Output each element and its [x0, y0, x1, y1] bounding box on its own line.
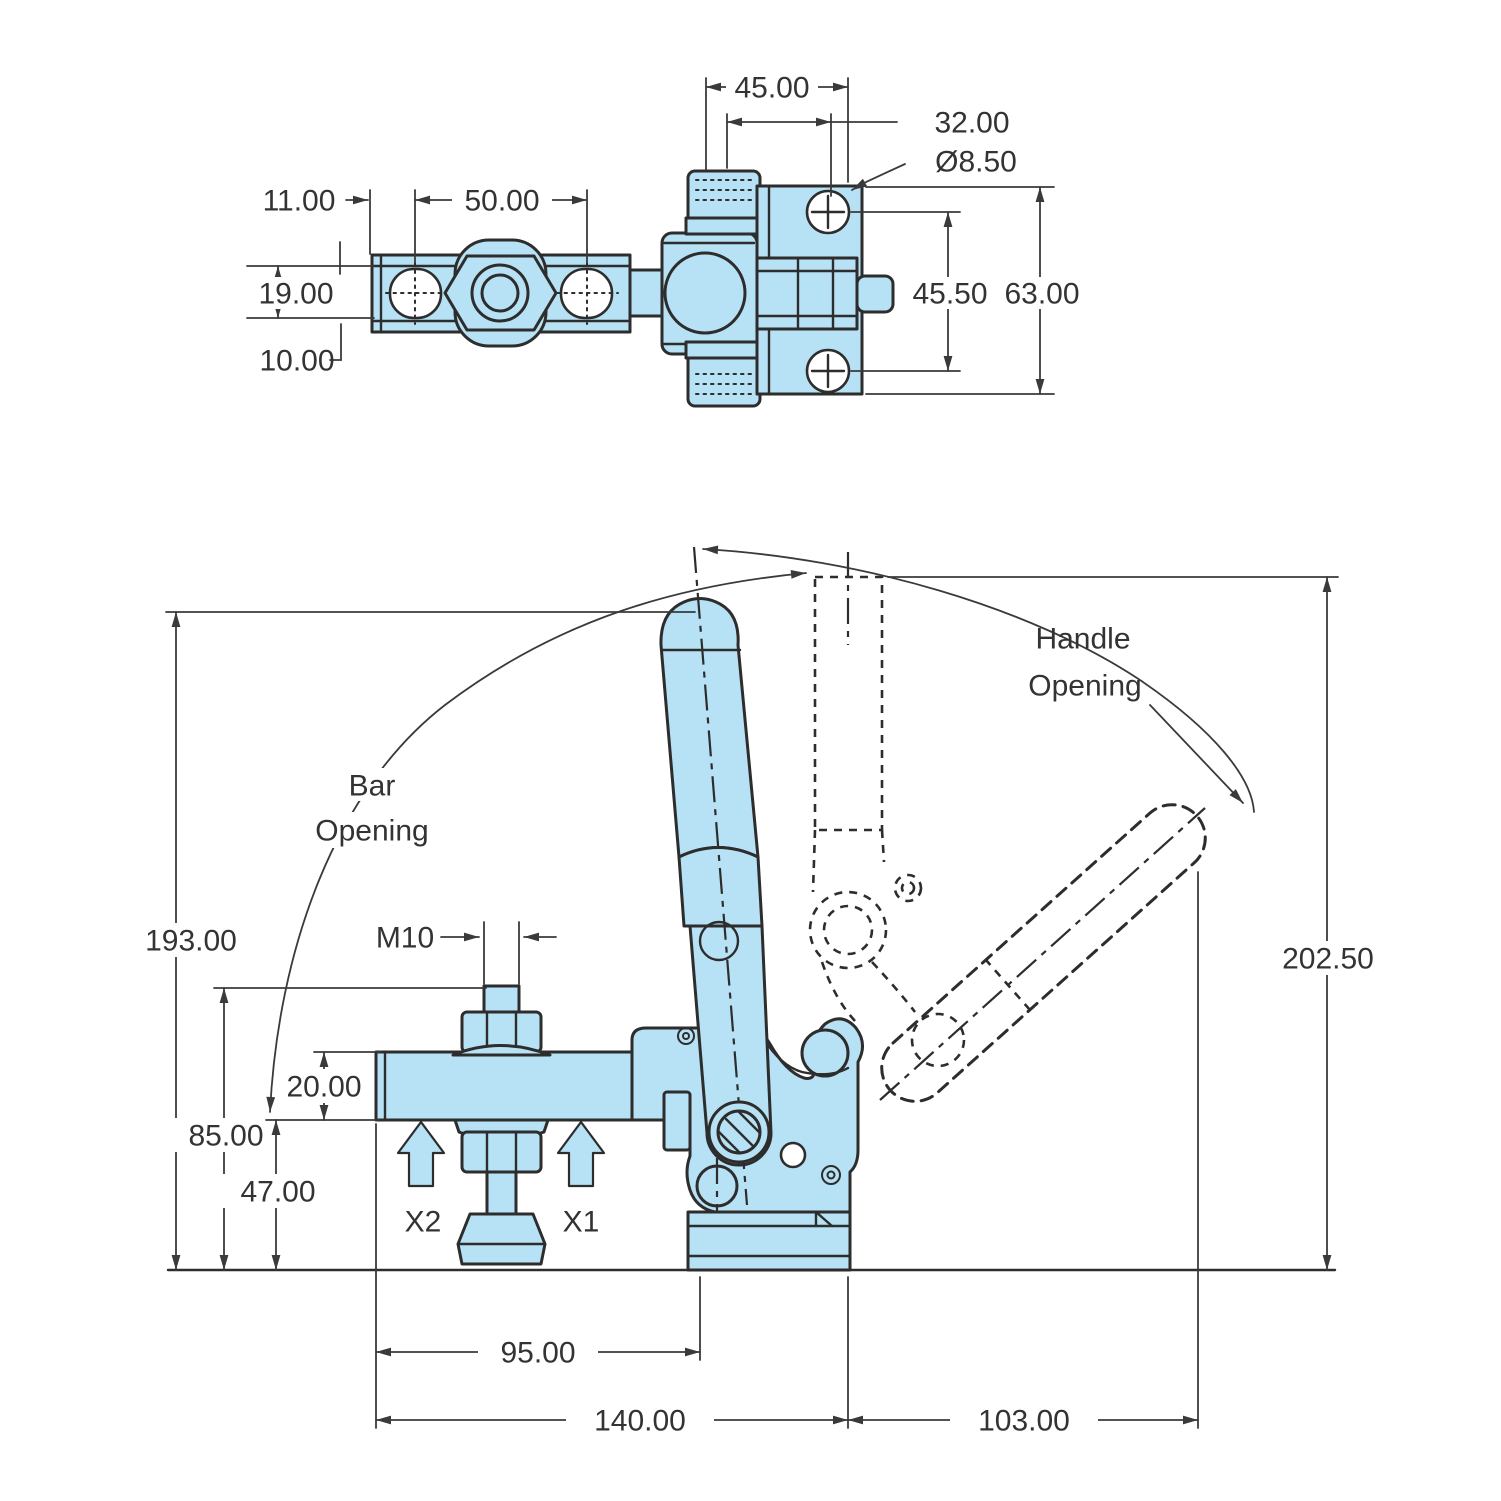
pivot-ball-top-view — [663, 251, 747, 335]
dim-label-193: 193.00 — [145, 925, 237, 958]
dim-label-63: 63.00 — [1004, 278, 1079, 311]
pivot-housing-top-view — [660, 231, 759, 356]
dim-label-m10: M10 — [376, 922, 434, 955]
dim-label-103: 103.00 — [978, 1405, 1070, 1438]
dim-front-85: 85.00 — [170, 987, 487, 1271]
dim-top-63: 63.00 — [865, 186, 1087, 395]
handle-45deg-open — [880, 803, 1207, 1103]
dim-front-95: 95.00 — [375, 1123, 701, 1429]
handle-grip — [659, 597, 760, 859]
dim-label-85: 85.00 — [188, 1120, 263, 1153]
mounting-screw-bottom — [805, 348, 851, 394]
open-pivot-dashed — [910, 1012, 966, 1068]
label-x2: X2 — [405, 1206, 442, 1239]
dim-front-202-50: 202.50 — [887, 576, 1396, 1271]
base-foot — [686, 1210, 852, 1272]
front-view: X2 X1 Bar Opening Handle Opening 193.00 — [128, 545, 1396, 1438]
dim-front-47: 47.00 — [222, 1119, 379, 1271]
dim-label-202-50: 202.50 — [1282, 943, 1374, 976]
link-lobe-dashed — [808, 890, 888, 970]
dim-front-140: 140.00 — [375, 1276, 849, 1438]
dim-label-140: 140.00 — [594, 1405, 686, 1438]
dim-label-19: 19.00 — [258, 278, 333, 311]
spindle-nut-lower — [460, 1130, 543, 1174]
spring-hole — [779, 1141, 807, 1169]
toggle-handle — [659, 546, 773, 1212]
dim-label-32: 32.00 — [934, 107, 1009, 140]
mounting-screw-top — [805, 189, 851, 235]
roller-boss — [800, 1028, 850, 1078]
dim-label-10: 10.00 — [259, 345, 334, 378]
dim-label-11: 11.00 — [263, 185, 336, 218]
top-view: 45.00 32.00 Ø8.50 11.00 50.00 — [246, 71, 1087, 408]
pivot-block — [662, 1090, 692, 1152]
dim-front-193: 193.00 — [128, 611, 696, 1271]
dim-top-50: 50.00 — [414, 185, 588, 264]
spindle-nut-top-view — [443, 238, 558, 348]
dim-label-50: 50.00 — [464, 185, 539, 218]
spindle-assembly — [451, 984, 552, 1266]
label-handle-opening-2: Opening — [1028, 670, 1141, 703]
force-arrow-x2: X2 — [396, 1120, 446, 1239]
clamp-bar-front-view — [374, 1050, 636, 1122]
dim-front-103: 103.00 — [847, 871, 1199, 1438]
rivet-small-bottom — [821, 1165, 841, 1185]
dim-top-32: 32.00 — [726, 107, 1010, 197]
label-x1: X1 — [563, 1206, 600, 1239]
dim-label-95: 95.00 — [500, 1337, 575, 1370]
handle-hex-bottom — [684, 340, 764, 408]
force-arrow-x1: X1 — [556, 1120, 606, 1239]
bar-arm-top-view — [628, 268, 666, 318]
dim-top-45: 45.00 — [705, 71, 849, 183]
dim-front-20: 20.00 — [280, 1051, 381, 1121]
bar-opening-annotation: Bar Opening — [266, 570, 807, 1113]
label-bar-opening-1: Bar — [349, 770, 396, 803]
spindle-stud — [482, 984, 521, 1016]
label-handle-opening-1: Handle — [1035, 623, 1130, 656]
dim-top-19: 19.00 — [246, 265, 375, 319]
dim-top-10: 10.00 — [259, 323, 342, 378]
bar-block-top-view — [755, 256, 895, 331]
spindle-rubber-tip — [456, 1212, 547, 1266]
spindle-rod — [485, 1170, 518, 1216]
handle-opening-annotation: Handle Opening — [702, 545, 1255, 813]
dim-label-47: 47.00 — [240, 1176, 315, 1209]
dim-top-45-50: 45.50 — [850, 211, 995, 372]
dim-label-20: 20.00 — [286, 1071, 361, 1104]
handle-open-position-dashed — [808, 552, 1207, 1103]
dim-label-45-50: 45.50 — [912, 278, 987, 311]
dim-label-45: 45.00 — [734, 72, 809, 105]
dim-hole-diameter: Ø8.50 — [851, 146, 1017, 191]
label-bar-opening-2: Opening — [315, 815, 428, 848]
screw-dashed — [893, 873, 923, 903]
handle-hex-top — [684, 169, 764, 236]
dim-top-11: 11.00 — [263, 185, 371, 275]
dim-label-dia: Ø8.50 — [935, 146, 1017, 179]
dim-thread-m10: M10 — [376, 921, 557, 985]
